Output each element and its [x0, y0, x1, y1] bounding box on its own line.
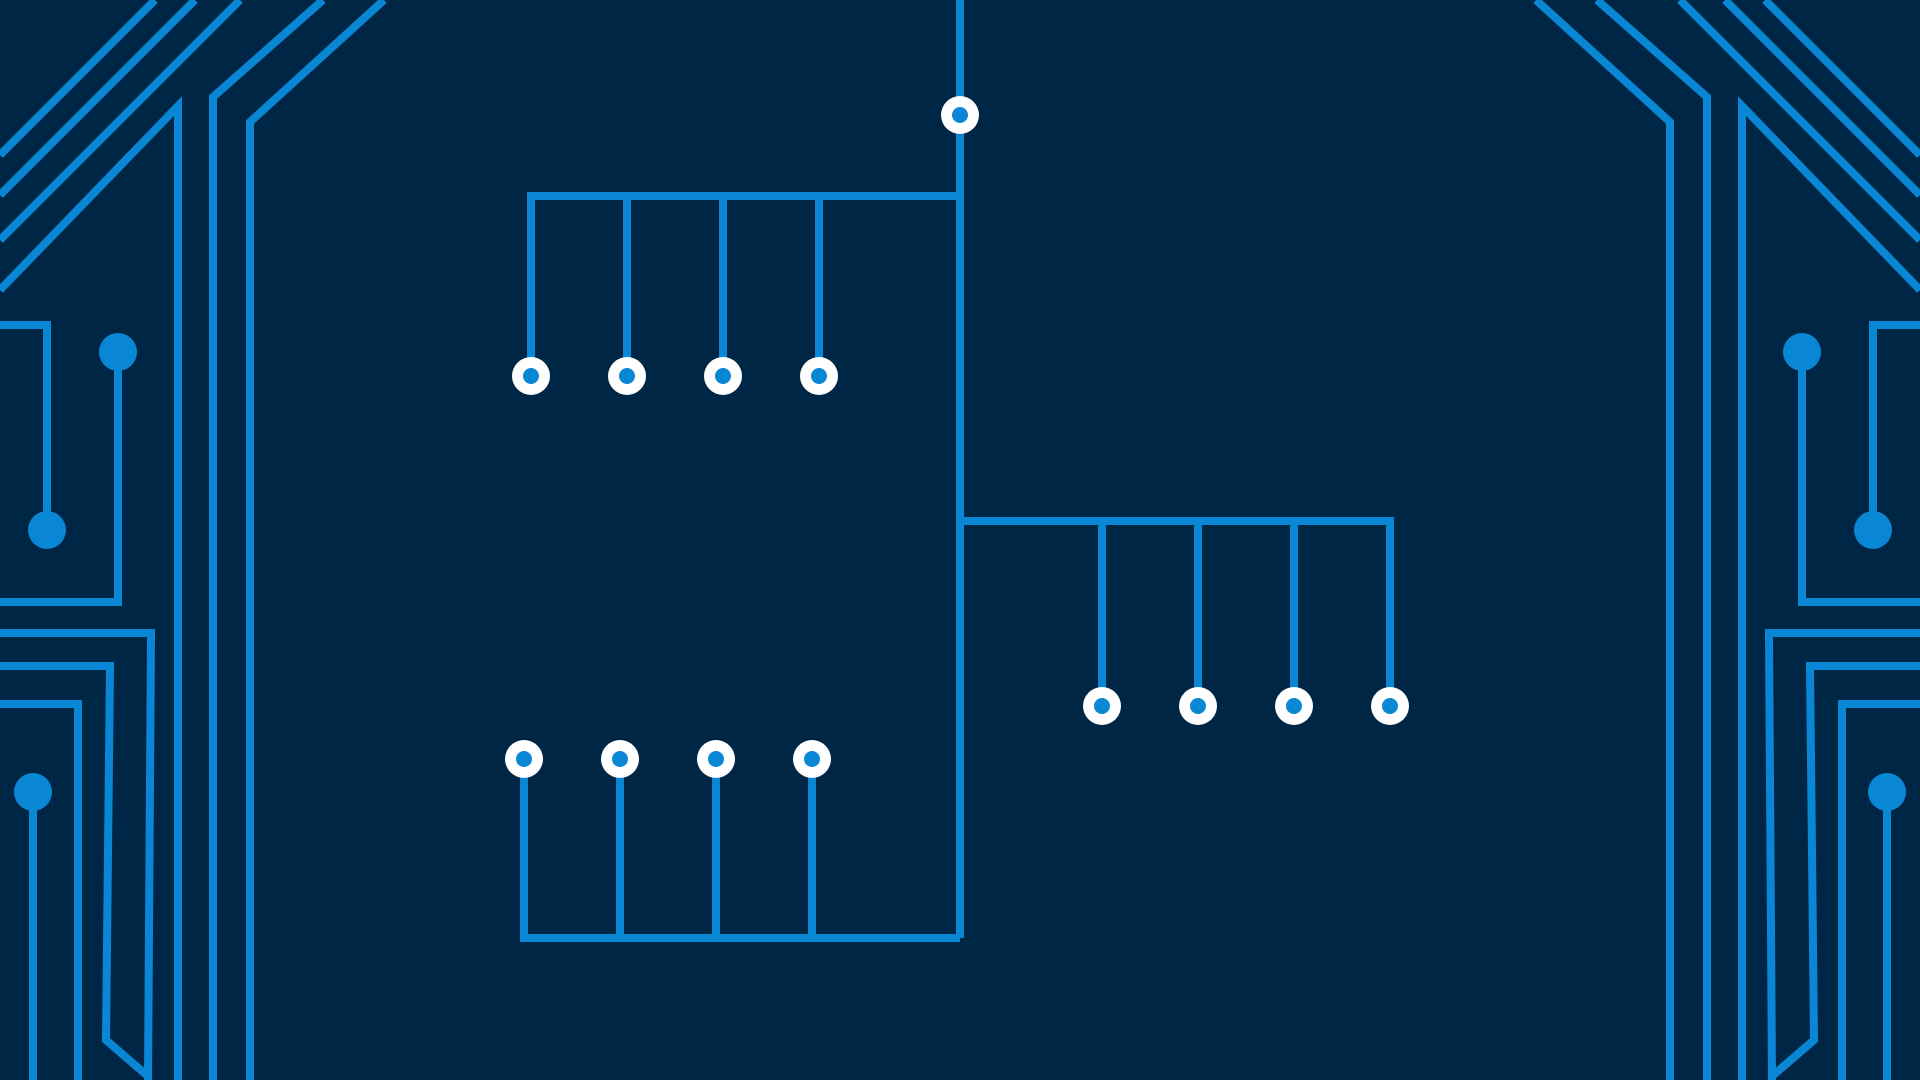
left-diagonal-trace-4 — [0, 96, 182, 1080]
solid-pad-right-1 — [1783, 333, 1821, 371]
left-diagonal-trace-5 — [209, 0, 326, 1080]
solid-pad-left-2 — [28, 511, 66, 549]
left-edge-traces — [0, 0, 387, 1080]
left-diagonal-trace-6 — [246, 0, 387, 1080]
left-nested-trace-2 — [0, 662, 153, 1080]
junction-node-center-9 — [1382, 698, 1398, 714]
junction-node-center-7 — [1190, 698, 1206, 714]
junction-node-center-13 — [804, 751, 820, 767]
right-diagonal-trace-2 — [1722, 0, 1920, 198]
solid-pad-right-3 — [1868, 773, 1906, 811]
right-nested-trace-2 — [1767, 662, 1920, 1080]
left-box-trace-1 — [0, 321, 51, 530]
left-nested-trace-3 — [0, 700, 82, 1080]
junction-node-center-10 — [516, 751, 532, 767]
left-diagonal-trace-2 — [0, 0, 198, 198]
junction-node-center-1 — [952, 107, 968, 123]
right-nested-trace-3 — [1838, 700, 1920, 1080]
solid-pads — [14, 333, 1906, 811]
junction-node-center-2 — [523, 368, 539, 384]
right-diagonal-trace-6 — [1533, 0, 1674, 1080]
left-box-trace-2 — [0, 352, 122, 606]
right-box-trace-2 — [1798, 352, 1920, 606]
left-diagonal-trace-3 — [0, 0, 243, 243]
junction-nodes — [505, 96, 1409, 778]
solid-pad-left-1 — [99, 333, 137, 371]
junction-node-center-3 — [619, 368, 635, 384]
solid-pad-left-3 — [14, 773, 52, 811]
left-diagonal-trace-1 — [0, 0, 158, 158]
solid-pad-right-2 — [1854, 511, 1892, 549]
junction-node-center-5 — [811, 368, 827, 384]
right-box-trace-1 — [1869, 321, 1920, 530]
central-bus-traces — [520, 0, 1394, 942]
right-diagonal-trace-3 — [1677, 0, 1920, 243]
junction-node-center-4 — [715, 368, 731, 384]
junction-node-center-11 — [612, 751, 628, 767]
right-edge-traces — [1533, 0, 1920, 1080]
right-diagonal-trace-5 — [1594, 0, 1711, 1080]
junction-node-center-12 — [708, 751, 724, 767]
right-nested-trace-1 — [1764, 629, 1920, 1080]
right-diagonal-trace-1 — [1762, 0, 1920, 158]
junction-node-center-6 — [1094, 698, 1110, 714]
left-nested-trace-1 — [0, 629, 156, 1080]
junction-node-center-8 — [1286, 698, 1302, 714]
right-diagonal-trace-4 — [1738, 96, 1920, 1080]
